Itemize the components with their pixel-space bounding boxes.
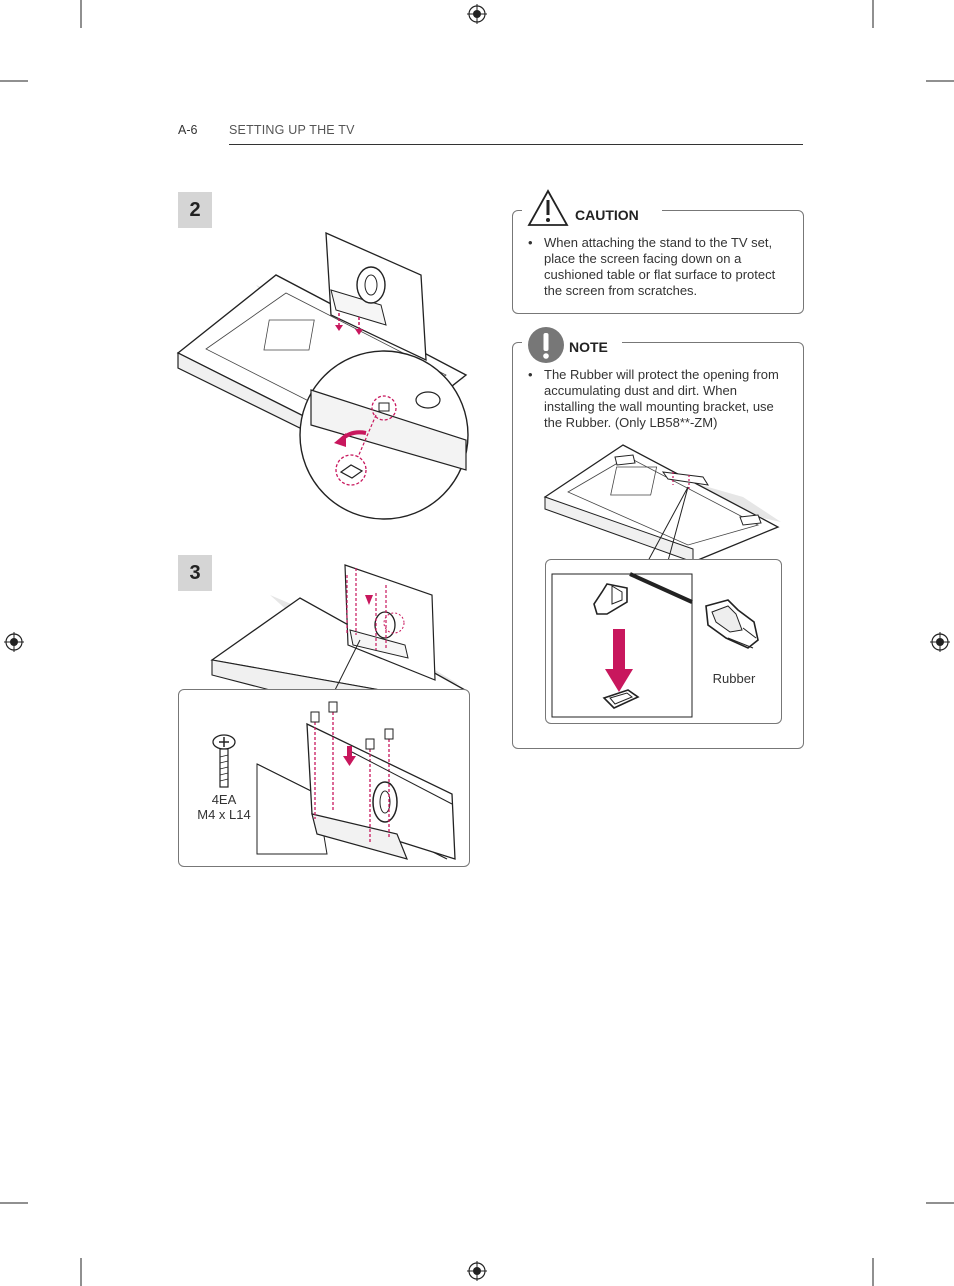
page-number: A-6 xyxy=(178,123,198,137)
rubber-label: Rubber xyxy=(712,671,756,686)
caution-bullet: • When attaching the stand to the TV set… xyxy=(528,235,776,298)
header-rule xyxy=(229,144,803,145)
note-exclamation-icon xyxy=(528,327,564,363)
step-3-detail-illustration xyxy=(256,701,456,860)
screw-quantity: 4EA xyxy=(211,792,237,807)
screw-icon xyxy=(212,734,236,788)
registration-mark-icon xyxy=(4,632,24,652)
step-3-illustration xyxy=(210,564,468,691)
screw-spec: M4 x L14 xyxy=(197,807,251,822)
section-title: SETTING UP THE TV xyxy=(229,123,355,137)
registration-mark-icon xyxy=(467,4,487,24)
rubber-callout: Rubber xyxy=(545,559,782,724)
rubber-install-illustration xyxy=(551,572,693,718)
note-bullet: • The Rubber will protect the opening fr… xyxy=(528,367,779,430)
step-3-screw-callout: 4EA M4 x L14 xyxy=(178,689,470,867)
rubber-part-icon xyxy=(705,599,759,649)
caution-title: CAUTION xyxy=(575,207,639,223)
registration-mark-icon xyxy=(467,1261,487,1281)
step-2-illustration xyxy=(176,231,469,520)
step-2-badge: 2 xyxy=(178,192,212,228)
note-title: NOTE xyxy=(569,339,608,355)
step-3-badge: 3 xyxy=(178,555,212,591)
note-tv-illustration xyxy=(543,444,781,563)
caution-triangle-icon xyxy=(527,189,569,226)
registration-mark-icon xyxy=(930,632,950,652)
